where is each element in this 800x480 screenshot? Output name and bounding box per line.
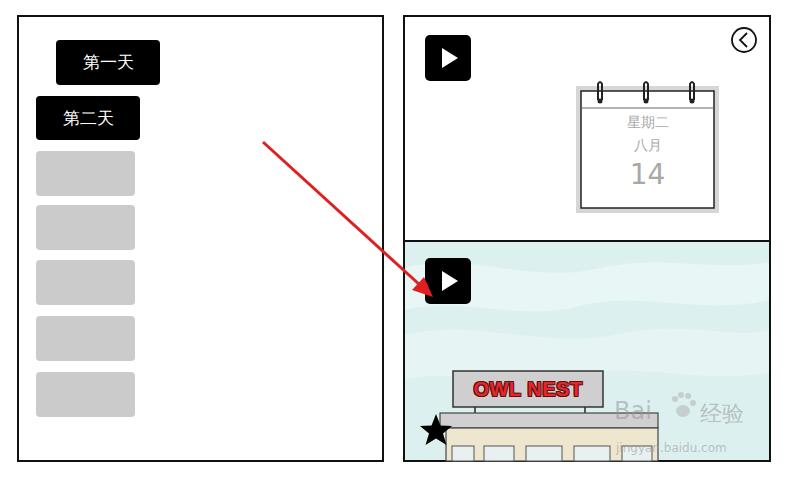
day-button: 第二天 <box>36 96 140 140</box>
empty-day-slots <box>36 151 135 417</box>
panel-divider <box>404 240 770 242</box>
pointer-arrow <box>263 142 433 297</box>
calendar-frame <box>576 82 719 213</box>
button-label: 第二天 <box>63 107 114 130</box>
watermark: 经验 <box>700 399 744 429</box>
day-button: 第一天 <box>56 40 160 85</box>
play-button <box>425 258 471 304</box>
calendar-text: 14 <box>630 158 666 192</box>
back-icon <box>732 28 756 52</box>
right-panel <box>404 16 770 461</box>
star-icon <box>420 414 452 445</box>
shop-sign: OWL NEST <box>455 373 601 405</box>
watermark: jingyan.baidu.com <box>616 441 727 455</box>
play-button <box>425 35 471 81</box>
watermark-paw <box>672 392 696 417</box>
scene-background <box>404 241 770 461</box>
button-label: 第一天 <box>83 51 134 74</box>
sign-text: OWL NEST <box>473 378 582 401</box>
calendar: 星期二八月 14 <box>581 110 714 207</box>
calendar-text: 星期二 <box>627 114 669 131</box>
watermark: Bai <box>614 397 652 425</box>
left-panel <box>18 16 383 461</box>
calendar-text: 八月 <box>634 137 662 154</box>
